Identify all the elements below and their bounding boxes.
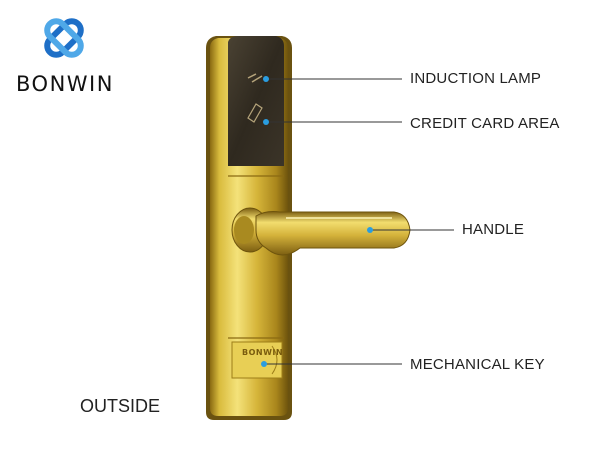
card-reader-panel — [228, 36, 284, 166]
key-cover-edge — [271, 345, 278, 375]
marker-dot-induction-lamp — [263, 76, 269, 82]
door-lock — [206, 36, 411, 420]
callout-label-handle: HANDLE — [462, 221, 525, 238]
marker-dot-mechanical-key — [261, 361, 267, 367]
handle-lever — [255, 211, 411, 256]
marker-dot-handle — [367, 227, 373, 233]
callout-label-induction-lamp: INDUCTION LAMP — [410, 70, 542, 87]
induction-lamp-icon — [247, 73, 263, 83]
callout-lines — [264, 78, 454, 365]
callout-label-mechanical-key: MECHANICAL KEY — [410, 356, 545, 373]
card-area-icon — [247, 103, 263, 123]
view-caption: OUTSIDE — [80, 396, 161, 416]
key-cover — [231, 341, 283, 379]
embossed-brand-label: BONWIN — [242, 348, 284, 357]
marker-dot-credit-card-area — [263, 119, 269, 125]
marker-dots — [261, 76, 373, 367]
brand-name: BONWIN — [16, 72, 114, 96]
bonwin-knot-icon — [44, 18, 84, 58]
handle-rose-inner — [234, 216, 254, 244]
callout-label-credit-card-area: CREDIT CARD AREA — [410, 115, 560, 132]
